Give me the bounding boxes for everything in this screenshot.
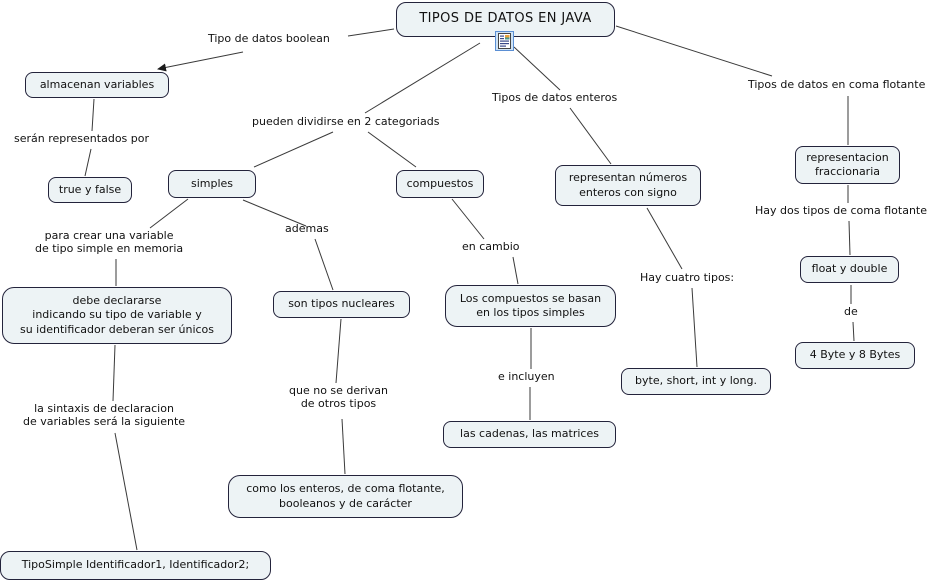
concept-representan-numeros[interactable]: representan números enteros con signo (555, 165, 701, 206)
edge-almacenan-seran (91, 98, 95, 132)
link-hay-dos-tipos[interactable]: Hay dos tipos de coma flotante (755, 204, 928, 217)
edge-queno-comolos (341, 418, 346, 475)
link-la-sintaxis[interactable]: la sintaxis de declaracion de variables … (23, 402, 186, 429)
edge-debe-lasintaxis (112, 344, 116, 402)
link-tipos-de-datos-enteros[interactable]: Tipos de datos enteros (492, 91, 618, 104)
edge-ademas-sontipos (314, 238, 334, 291)
edge-title-enteros (513, 46, 561, 91)
link-e-incluyen[interactable]: e incluyen (498, 370, 555, 383)
concept-almacenan-variables[interactable]: almacenan variables (25, 72, 169, 98)
concept-las-cadenas-las-matrices[interactable]: las cadenas, las matrices (443, 421, 616, 448)
link-en-cambio[interactable]: en cambio (462, 240, 520, 253)
link-pueden-dividirse[interactable]: pueden dividirse en 2 categoriads (252, 115, 440, 128)
link-hay-cuatro-tipos[interactable]: Hay cuatro tipos: (640, 271, 735, 284)
link-de[interactable]: de (844, 305, 858, 318)
concept-son-tipos-nucleares[interactable]: son tipos nucleares (273, 291, 410, 318)
concept-byte-short-int-long[interactable]: byte, short, int y long. (621, 368, 771, 395)
edge-de-bytes (852, 321, 855, 342)
edge-dividirse-simples (253, 131, 334, 168)
edge-boolean-almacenan-arrow (157, 51, 244, 72)
concept-los-compuestos-se-basan[interactable]: Los compuestos se basan en los tipos sim… (445, 285, 616, 327)
link-ademas[interactable]: ademas (285, 222, 329, 235)
concept-float-y-double[interactable]: float y double (800, 256, 899, 283)
edge-representan-haycuatro (646, 207, 683, 270)
edge-title-comaflotante (615, 25, 773, 77)
edge-title-boolean (347, 28, 395, 37)
edge-encambio-loscompuestos (512, 256, 519, 285)
link-seran-representados-por[interactable]: serán representados por (14, 132, 150, 145)
concept-representacion-fraccionaria[interactable]: representacion fraccionaria (795, 146, 900, 184)
link-tipo-de-datos-boolean[interactable]: Tipo de datos boolean (208, 32, 330, 45)
concept-tiposimple-identificadores[interactable]: TipoSimple Identificador1, Identificador… (0, 551, 271, 580)
link-tipos-coma-flotante[interactable]: Tipos de datos en coma flotante (748, 78, 926, 91)
concept-simples[interactable]: simples (168, 170, 256, 198)
edge-haydos-floatdouble (848, 220, 851, 256)
concept-4-byte-8-bytes[interactable]: 4 Byte y 8 Bytes (795, 342, 915, 369)
document-resource-icon[interactable] (495, 31, 514, 51)
concept-true-y-false[interactable]: true y false (48, 177, 132, 203)
concept-compuestos[interactable]: compuestos (396, 170, 484, 198)
edge-enteros-representan (569, 107, 612, 165)
concept-debe-declararse[interactable]: debe declararse indicando su tipo de var… (2, 287, 232, 344)
edge-simples-paracrear (149, 198, 189, 229)
link-que-no-se-derivan[interactable]: que no se derivan de otros tipos (289, 384, 388, 411)
link-para-crear-variable[interactable]: para crear una variable de tipo simple e… (35, 229, 184, 256)
edge-lasintaxis-tiposimple (114, 432, 138, 551)
edge-dividirse-compuestos (367, 131, 417, 168)
concept-como-los-enteros[interactable]: como los enteros, de coma flotante, bool… (228, 475, 463, 518)
edge-sontipos-queno (335, 318, 342, 384)
edge-title-dividirse (364, 42, 481, 114)
edge-haycuatro-byteshort (691, 287, 698, 368)
edge-simples-ademas (242, 199, 307, 227)
edge-compuestos-encambio (451, 198, 485, 240)
edge-seran-truefalse (84, 148, 92, 177)
